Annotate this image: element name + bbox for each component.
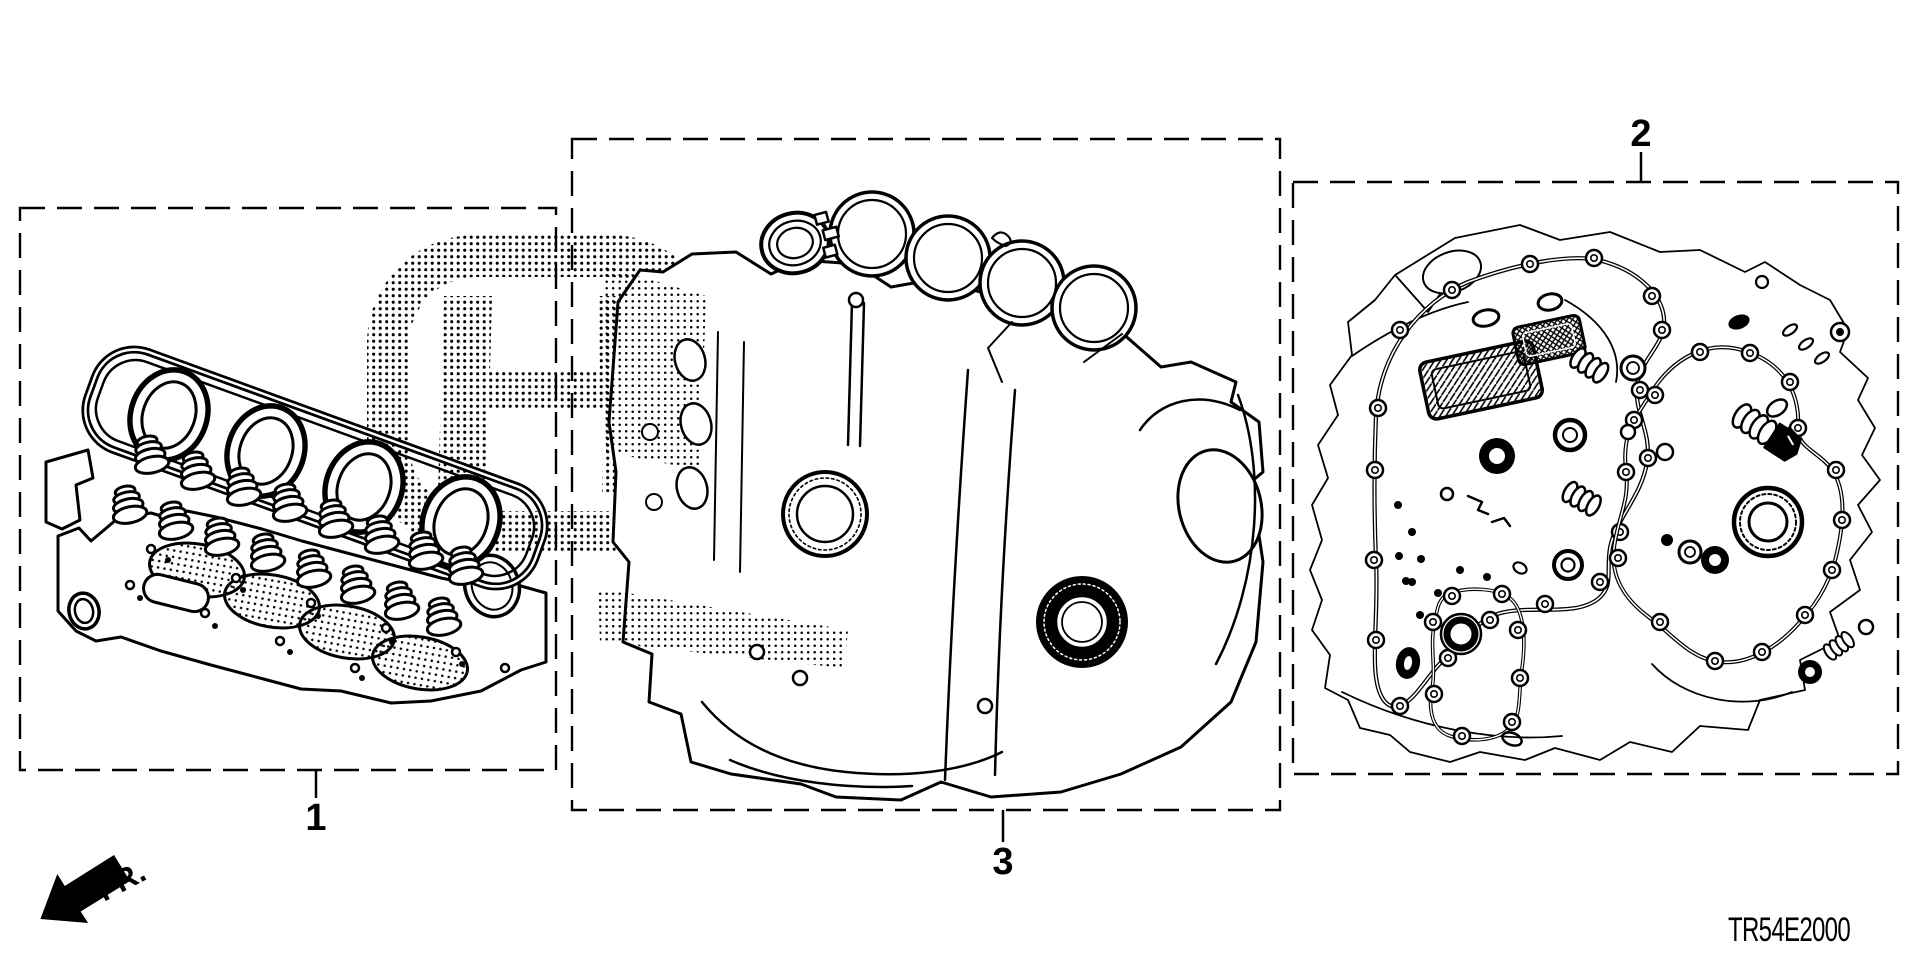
small-hardware-dots [1394,501,1491,619]
callout-number-1: 1 [305,797,326,839]
head-gasket-dowel-dots [137,557,465,681]
part2-transmission-gasket-kit [1309,224,1881,763]
o-rings [1439,274,1875,636]
top-crease-lines [987,321,1123,383]
oil-pan-holes [748,643,994,715]
left-face-ribs [713,331,745,573]
callout-box-3 [570,137,1282,812]
engine-block-outline [607,250,1265,802]
bell-housing-opening [1176,448,1264,564]
front-direction-marker: FR. [40,854,151,923]
camshaft-ribbed-seal [759,210,841,276]
rear-main-seal [1036,576,1128,668]
head-left-tab [44,448,95,531]
spring-with-plug [1731,403,1802,462]
dipstick-grommet [847,291,865,309]
oil-pan-lip [728,758,914,789]
part3-engine-block-gasket-set [598,190,1265,802]
dipstick-tube [846,300,866,448]
dark-seals [1395,314,1822,684]
block-top-gasket [828,190,1138,352]
o-ring [67,591,101,631]
filter-screen-small [1511,313,1587,367]
transmission-case-silhouette [1309,224,1881,763]
head-gasket-bolt-holes [124,543,511,674]
oil-pan-curve [700,700,1004,776]
part1-cylinder-head-gasket-kit [44,345,549,705]
ring-seals [1552,417,1703,581]
callout-boxes [18,137,1900,812]
diagram-code: TR54E2000 [1728,911,1850,949]
bell-housing-arc [1138,398,1242,432]
honda-logo-h [438,296,652,492]
crankshaft-front-seal [781,470,869,558]
left-face-bosses [641,338,713,511]
callout-box-2 [1291,180,1900,776]
front-arrow-icon [40,855,130,923]
block-brace-line2 [993,388,1017,777]
bracket-clips [1466,494,1512,528]
callout-box-1 [18,206,558,772]
front-marker-label: FR. [91,854,152,908]
small-cover-gasket [1423,584,1530,747]
flange-arc [1214,393,1257,666]
case-detail-lines [1341,251,1793,739]
callout-labels: 1 2 3 [305,113,1651,883]
callout-number-3: 3 [992,841,1013,883]
filter-screen-large [1417,339,1545,421]
axle-shaft-seal [1731,485,1805,559]
hook-clip [990,231,1012,248]
callout-number-2: 2 [1630,113,1651,155]
block-brace-line [943,368,970,782]
side-cover-gasket [1608,342,1852,671]
coolant-slot [142,572,210,614]
shade-band-lower [598,588,848,668]
